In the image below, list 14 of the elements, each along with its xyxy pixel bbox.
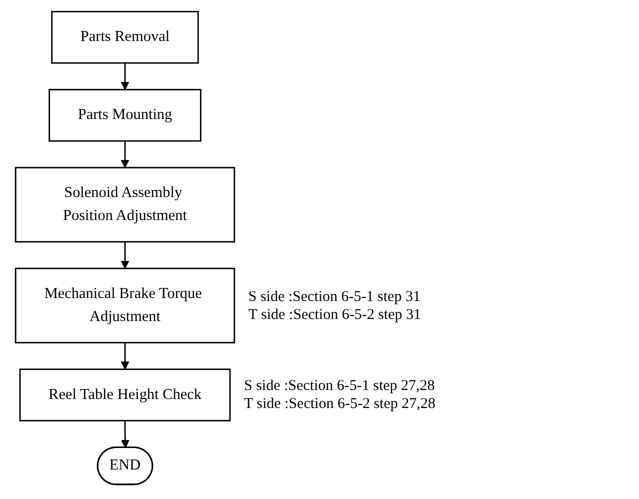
arrow — [120, 63, 130, 90]
arrow — [121, 420, 130, 448]
node-box: Solenoid Assembly Position Adjustment — [14, 166, 236, 243]
section-reference-note: T side :Section 6-5-2 step 27,28 — [244, 394, 436, 413]
section-reference-note: S side :Section 6-5-1 step 27,28 — [244, 376, 435, 395]
node-box: Mechanical Brake Torque Adjustment — [14, 268, 236, 344]
node-box: Reel Table Height Check — [19, 368, 231, 422]
node-box: Parts Mounting — [48, 88, 202, 142]
node-box: Parts Removal — [51, 10, 199, 64]
arrow — [120, 242, 130, 269]
section-reference-note: T side :Section 6-5-2 step 31 — [248, 306, 421, 324]
arrow — [120, 342, 130, 370]
section-reference-note: S side :Section 6-5-1 step 31 — [248, 288, 420, 306]
arrow — [120, 141, 130, 168]
